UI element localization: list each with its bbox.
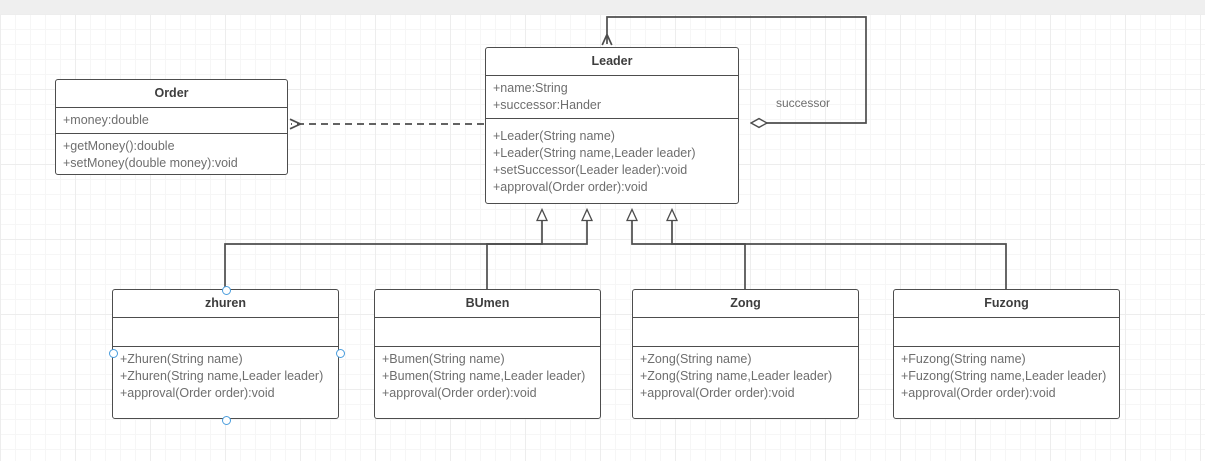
uml-method: +Zhuren(String name): [120, 352, 243, 366]
uml-class-zong-attributes: [633, 318, 858, 347]
uml-method: +Fuzong(String name,Leader leader): [901, 369, 1107, 383]
uml-method: +approval(Order order):void: [120, 386, 275, 400]
uml-method: +Bumen(String name,Leader leader): [382, 369, 586, 383]
uml-attribute: +money:double: [63, 113, 149, 127]
edge-generalization-bumen-leader[interactable]: [486, 207, 594, 289]
uml-method: +Zong(String name): [640, 352, 752, 366]
selection-handle-bottom[interactable]: [221, 415, 231, 425]
uml-method: +approval(Order order):void: [901, 386, 1056, 400]
uml-class-leader-methods: +Leader(String name) +Leader(String name…: [486, 119, 738, 200]
uml-class-zhuren-methods: +Zhuren(String name) +Zhuren(String name…: [113, 347, 338, 406]
uml-method: +Leader(String name): [493, 129, 615, 143]
uml-class-fuzong-methods: +Fuzong(String name) +Fuzong(String name…: [894, 347, 1119, 406]
uml-class-leader-attributes: +name:String +successor:Hander: [486, 76, 738, 119]
uml-method: +Fuzong(String name): [901, 352, 1026, 366]
uml-method: +Zong(String name,Leader leader): [640, 369, 833, 383]
uml-class-zong-methods: +Zong(String name) +Zong(String name,Lea…: [633, 347, 858, 406]
uml-class-bumen-title: BUmen: [375, 290, 600, 318]
uml-class-bumen-attributes: [375, 318, 600, 347]
uml-class-zong[interactable]: Zong +Zong(String name) +Zong(String nam…: [632, 289, 859, 419]
uml-method: +approval(Order order):void: [493, 180, 648, 194]
uml-class-fuzong[interactable]: Fuzong +Fuzong(String name) +Fuzong(Stri…: [893, 289, 1120, 419]
uml-class-zong-title: Zong: [633, 290, 858, 318]
edge-generalization-zhuren-leader[interactable]: [224, 207, 549, 289]
selection-handle-left[interactable]: [108, 348, 118, 358]
uml-class-order-methods: +getMoney():double +setMoney(double mone…: [56, 134, 287, 174]
uml-class-leader[interactable]: Leader +name:String +successor:Hander +L…: [485, 47, 739, 204]
uml-method: +approval(Order order):void: [382, 386, 537, 400]
uml-class-bumen-methods: +Bumen(String name) +Bumen(String name,L…: [375, 347, 600, 406]
uml-attribute: +name:String: [493, 81, 568, 95]
uml-method: +setSuccessor(Leader leader):void: [493, 163, 688, 177]
uml-class-zhuren[interactable]: zhuren +Zhuren(String name) +Zhuren(Stri…: [112, 289, 339, 419]
uml-method: +Bumen(String name): [382, 352, 505, 366]
edge-generalization-fuzong-leader[interactable]: [665, 207, 1007, 289]
uml-class-zhuren-title: zhuren: [113, 290, 338, 318]
edge-label-successor: successor: [776, 96, 831, 110]
uml-class-fuzong-title: Fuzong: [894, 290, 1119, 318]
uml-method: +Leader(String name,Leader leader): [493, 146, 696, 160]
uml-class-order-attributes: +money:double: [56, 108, 287, 134]
canvas-top-band: [0, 0, 1205, 14]
uml-attribute: +successor:Hander: [493, 98, 602, 112]
selection-handle-top[interactable]: [221, 285, 231, 295]
uml-method: +Zhuren(String name,Leader leader): [120, 369, 324, 383]
uml-method: +approval(Order order):void: [640, 386, 795, 400]
selection-handle-right[interactable]: [335, 348, 345, 358]
uml-class-fuzong-attributes: [894, 318, 1119, 347]
uml-class-leader-title: Leader: [486, 48, 738, 76]
uml-class-zhuren-attributes: [113, 318, 338, 347]
uml-method: +getMoney():double: [63, 139, 175, 153]
edge-generalization-zong-leader[interactable]: [625, 207, 746, 289]
uml-class-order-title: Order: [56, 80, 287, 108]
uml-class-bumen[interactable]: BUmen +Bumen(String name) +Bumen(String …: [374, 289, 601, 419]
uml-class-order[interactable]: Order +money:double +getMoney():double +…: [55, 79, 288, 175]
uml-method: +setMoney(double money):void: [63, 156, 238, 170]
